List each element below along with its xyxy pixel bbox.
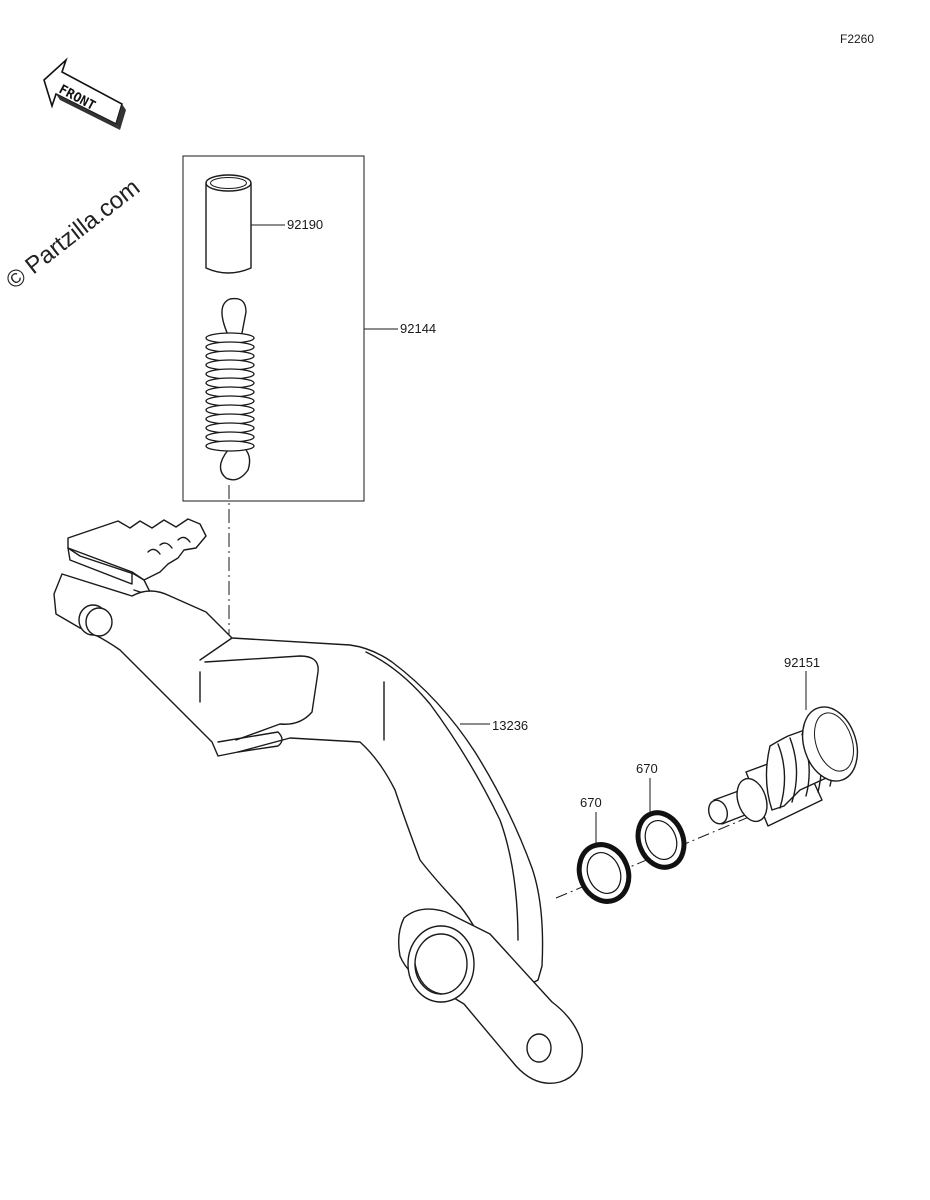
spring-part [205,297,255,481]
part-label-92144: 92144 [400,321,436,336]
collar-part [205,174,252,274]
spring-coil [205,440,255,452]
part-label-92151: 92151 [784,655,820,670]
diagram-code: F2260 [840,32,874,46]
front-arrow-icon: FRONT [43,57,126,130]
o-ring-right-part [635,810,687,870]
brake-pedal-part [53,518,584,1084]
o-ring-left-part [576,842,632,904]
part-label-92190: 92190 [287,217,323,232]
part-label-670-right: 670 [636,761,658,776]
partzilla-watermark: © Partzilla.com [1,174,145,295]
part-label-13236: 13236 [492,718,528,733]
part-label-670-left: 670 [580,795,602,810]
pivot-bolt-part [707,706,859,827]
